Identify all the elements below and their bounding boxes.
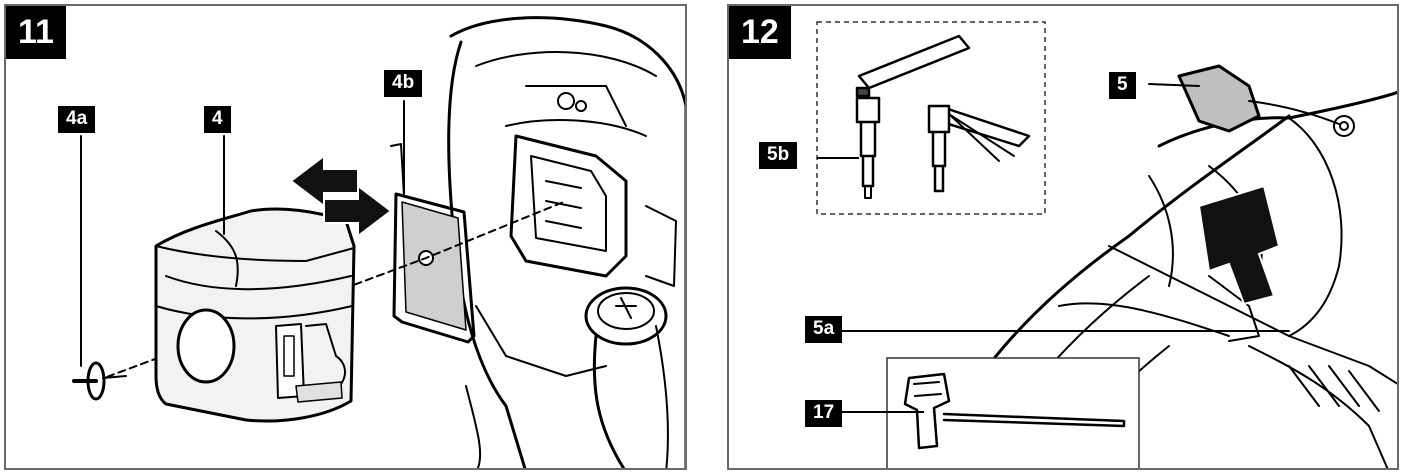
double-arrow-icon [289, 153, 393, 239]
label-5: 5 [1109, 72, 1136, 99]
label-4a: 4a [58, 106, 96, 133]
lift-arrow-icon [1197, 184, 1281, 306]
figure-11-panel: 11 4a 4 4b [4, 4, 687, 470]
label-17: 17 [805, 400, 843, 427]
air-filter [392, 192, 476, 344]
brush-icon [857, 34, 971, 90]
filter-housing [509, 134, 628, 278]
label-5a: 5a [805, 316, 843, 343]
blower-housing-outline [449, 16, 685, 468]
leader-5 [1148, 83, 1200, 87]
spark-plug-wrench-icon [903, 372, 951, 450]
figure-12-illustration [816, 21, 1397, 468]
figure-12-panel: 12 5 5b 5a 17 [727, 4, 1399, 470]
spark-plug-icon [855, 96, 881, 124]
figure-number: 12 [729, 6, 791, 59]
label-5b: 5b [759, 142, 798, 169]
screwdriver-icon [942, 412, 1126, 428]
figure-11-illustration [72, 16, 685, 468]
label-4: 4 [204, 106, 231, 133]
knob-icon [584, 286, 668, 346]
assembly-axis [95, 200, 567, 382]
label-4b: 4b [384, 70, 423, 97]
figure-number: 11 [6, 6, 66, 59]
spark-plug-cover [1177, 64, 1261, 133]
